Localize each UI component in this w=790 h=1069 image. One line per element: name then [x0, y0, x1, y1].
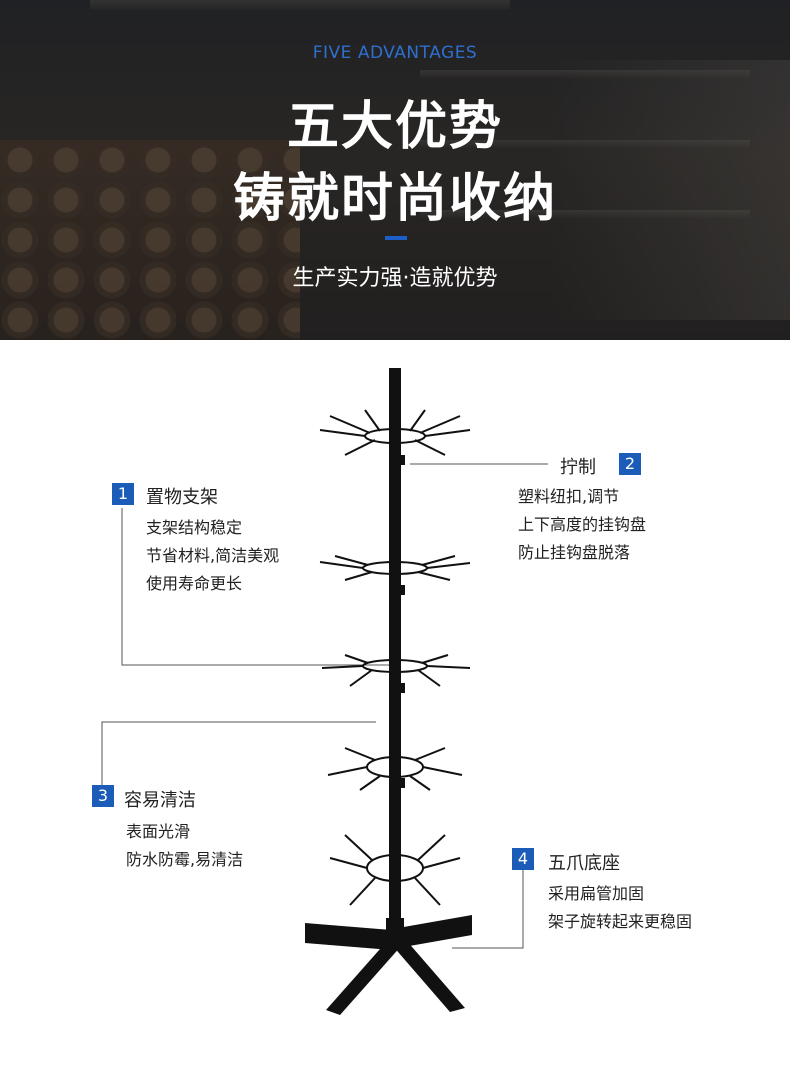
- feature-3-number-badge: 3: [92, 785, 114, 807]
- hook-tier-4: [327, 747, 463, 791]
- leader-line-4: [452, 868, 524, 949]
- hook-tier-5: [329, 834, 461, 906]
- feature-4-title: 五爪底座: [548, 853, 620, 874]
- leader-line-1: [121, 508, 390, 666]
- store-shelf: [420, 70, 750, 78]
- feature-1-title: 置物支架: [146, 487, 218, 508]
- feature-2-line: 上下高度的挂钩盘: [518, 515, 647, 534]
- feature-4-number-badge: 4: [512, 848, 534, 870]
- feature-1-line: 节省材料,简洁美观: [146, 546, 280, 565]
- feature-4-line: 架子旋转起来更稳固: [548, 912, 693, 931]
- feature-2-description: 塑料纽扣,调节 上下高度的挂钩盘 防止挂钩盘脱落: [518, 483, 646, 567]
- store-shelf: [90, 0, 510, 10]
- leader-lines: [101, 463, 548, 949]
- feature-1-description: 支架结构稳定 节省材料,简洁美观 使用寿命更长: [146, 514, 279, 598]
- hook-tier-3: [321, 654, 471, 687]
- feature-2-line: 塑料纽扣,调节: [518, 487, 620, 506]
- feature-3-title: 容易清洁: [124, 790, 196, 811]
- feature-4-line: 采用扁管加固: [548, 884, 645, 903]
- banner-title-line1: 五大优势: [286, 97, 503, 157]
- feature-2-title: 拧制: [560, 457, 596, 478]
- hero-banner: FIVE ADVANTAGES 五大优势 铸就时尚收纳 生产实力强·造就优势: [0, 0, 790, 340]
- banner-subtitle: FIVE ADVANTAGES: [312, 43, 478, 63]
- rack-pole: [389, 368, 401, 928]
- leader-line-3: [101, 721, 376, 790]
- banner-overlay: [0, 0, 790, 340]
- five-claw-base: [305, 915, 472, 1015]
- hook-tier-2: [319, 555, 471, 581]
- feature-3-description: 表面光滑 防水防霉,易清洁: [126, 818, 243, 874]
- wood-log-wall: [0, 140, 300, 340]
- banner-title-line2: 铸就时尚收纳: [232, 169, 557, 229]
- feature-4-description: 采用扁管加固 架子旋转起来更稳固: [548, 880, 692, 936]
- title-divider: [385, 236, 407, 240]
- adjust-knobs: [397, 455, 405, 788]
- feature-1-number-badge: 1: [112, 483, 134, 505]
- feature-3-line: 表面光滑: [126, 822, 191, 841]
- feature-2-line: 防止挂钩盘脱落: [518, 543, 631, 562]
- hook-tier-1: [319, 409, 471, 456]
- feature-3-line: 防水防霉,易清洁: [126, 850, 244, 869]
- banner-tagline: 生产实力强·造就优势: [292, 266, 498, 291]
- store-background-light: [550, 60, 790, 320]
- feature-1-line: 支架结构稳定: [146, 518, 243, 537]
- store-shelf: [420, 210, 750, 218]
- feature-2-number-badge: 2: [619, 453, 641, 475]
- store-shelf: [420, 140, 750, 148]
- feature-1-line: 使用寿命更长: [146, 574, 243, 593]
